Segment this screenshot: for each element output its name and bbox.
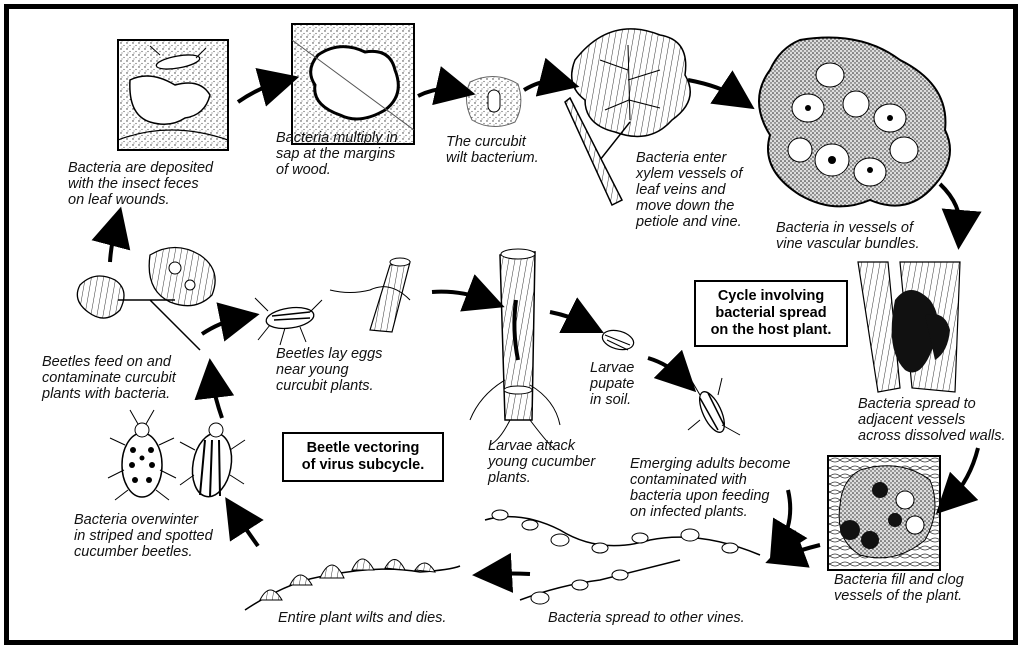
box-line: on the host plant. <box>704 322 838 339</box>
caption-line: vessels of the plant. <box>834 588 964 604</box>
caption-bacterium: The curcubit wilt bacterium. <box>446 134 539 166</box>
caption-line: xylem vessels of <box>636 166 742 182</box>
arrow-5 <box>940 184 960 230</box>
arrow-15 <box>648 358 682 378</box>
caption-line: Bacteria fill and clog <box>834 572 964 588</box>
caption-deposit: Bacteria are deposited with the insect f… <box>68 160 213 208</box>
caption-line: Beetles feed on and <box>42 354 176 370</box>
caption-bundles: Bacteria in vessels of vine vascular bun… <box>776 220 919 252</box>
arrow-8 <box>492 574 530 575</box>
caption-wilts: Entire plant wilts and dies. <box>278 610 446 626</box>
caption-larvae-attack: Larvae attack young cucumber plants. <box>488 438 595 486</box>
caption-line: sap at the margins <box>276 146 398 162</box>
caption-line: contaminated with <box>630 472 790 488</box>
larvae-attack-image <box>470 249 560 450</box>
caption-line: vine vascular bundles. <box>776 236 919 252</box>
caption-spread-adjacent: Bacteria spread to adjacent vessels acro… <box>858 396 1005 444</box>
caption-line: Entire plant wilts and dies. <box>278 610 446 626</box>
caption-line: curcubit plants. <box>276 378 382 394</box>
caption-line: Emerging adults become <box>630 456 790 472</box>
caption-line: leaf veins and <box>636 182 742 198</box>
sap-margins-image <box>292 24 414 144</box>
caption-line: with the insect feces <box>68 176 213 192</box>
caption-line: bacteria upon feeding <box>630 488 790 504</box>
caption-line: Bacteria in vessels of <box>776 220 919 236</box>
caption-line: contaminate curcubit <box>42 370 176 386</box>
spreading-vines-image <box>485 510 760 604</box>
caption-eggs: Beetles lay eggs near young curcubit pla… <box>276 346 382 394</box>
caption-pupate: Larvae pupate in soil. <box>590 360 634 408</box>
arrow-7 <box>784 545 820 556</box>
caption-fill: Bacteria fill and clog vessels of the pl… <box>834 572 964 604</box>
caption-enter: Bacteria enter xylem vessels of leaf vei… <box>636 150 742 230</box>
caption-line: plants. <box>488 470 595 486</box>
caption-line: on leaf wounds. <box>68 192 213 208</box>
arrow-3 <box>524 81 560 90</box>
caption-overwinter: Bacteria overwinter in striped and spott… <box>74 512 213 560</box>
clogged-vessels-image <box>828 456 940 570</box>
vascular-bundles-image <box>759 38 950 207</box>
caption-line: petiole and vine. <box>636 214 742 230</box>
bacterium-image <box>466 76 520 126</box>
box-line: of virus subcycle. <box>292 457 434 474</box>
caption-line: Bacteria overwinter <box>74 512 213 528</box>
arrow-2 <box>418 89 456 96</box>
box-line: Beetle vectoring <box>292 440 434 457</box>
leaf-wound-image <box>118 40 228 150</box>
caption-line: Bacteria spread to other vines. <box>548 610 745 626</box>
caption-line: plants with bacteria. <box>42 386 176 402</box>
caption-emerging: Emerging adults become contaminated with… <box>630 456 790 520</box>
caption-line: Larvae <box>590 360 634 376</box>
caption-line: pupate <box>590 376 634 392</box>
caption-line: The curcubit <box>446 134 539 150</box>
arrow-13 <box>432 292 486 300</box>
caption-line: young cucumber <box>488 454 595 470</box>
caption-line: Bacteria enter <box>636 150 742 166</box>
caption-line: cucumber beetles. <box>74 544 213 560</box>
arrow-14 <box>550 312 586 324</box>
caption-line: wilt bacterium. <box>446 150 539 166</box>
emerging-adult-image <box>688 378 740 436</box>
box-line: bacterial spread <box>704 305 838 322</box>
beetles-feed-image <box>77 248 215 351</box>
caption-line: move down the <box>636 198 742 214</box>
arrow-6 <box>950 448 978 500</box>
arrow-9 <box>236 514 258 546</box>
caption-line: on infected plants. <box>630 504 790 520</box>
caption-line: in striped and spotted <box>74 528 213 544</box>
wilted-plant-image <box>245 559 460 610</box>
caption-other-vines: Bacteria spread to other vines. <box>548 610 745 626</box>
caption-line: Bacteria multiply in <box>276 130 398 146</box>
caption-line: Beetles lay eggs <box>276 346 382 362</box>
caption-line: adjacent vessels <box>858 412 1005 428</box>
arrow-4 <box>688 80 738 98</box>
caption-line: Bacteria are deposited <box>68 160 213 176</box>
beetles-lay-eggs-image <box>255 258 410 345</box>
box-line: Cycle involving <box>704 288 838 305</box>
caption-line: across dissolved walls. <box>858 428 1005 444</box>
caption-line: near young <box>276 362 382 378</box>
beetle-cycle-label: Beetle vectoring of virus subcycle. <box>282 432 444 482</box>
caption-multiply: Bacteria multiply in sap at the margins … <box>276 130 398 178</box>
arrow-1 <box>238 82 280 102</box>
host-cycle-label: Cycle involving bacterial spread on the … <box>694 280 848 347</box>
beetles-overwinter-image <box>108 410 245 500</box>
caption-feed: Beetles feed on and contaminate curcubit… <box>42 354 176 402</box>
arrow-11 <box>110 226 116 262</box>
caption-line: Larvae attack <box>488 438 595 454</box>
adjacent-vessels-image <box>858 262 960 392</box>
caption-line: Bacteria spread to <box>858 396 1005 412</box>
caption-line: of wood. <box>276 162 398 178</box>
pupa-image <box>600 327 636 353</box>
arrow-12 <box>202 318 240 334</box>
arrow-10 <box>212 378 222 418</box>
caption-line: in soil. <box>590 392 634 408</box>
